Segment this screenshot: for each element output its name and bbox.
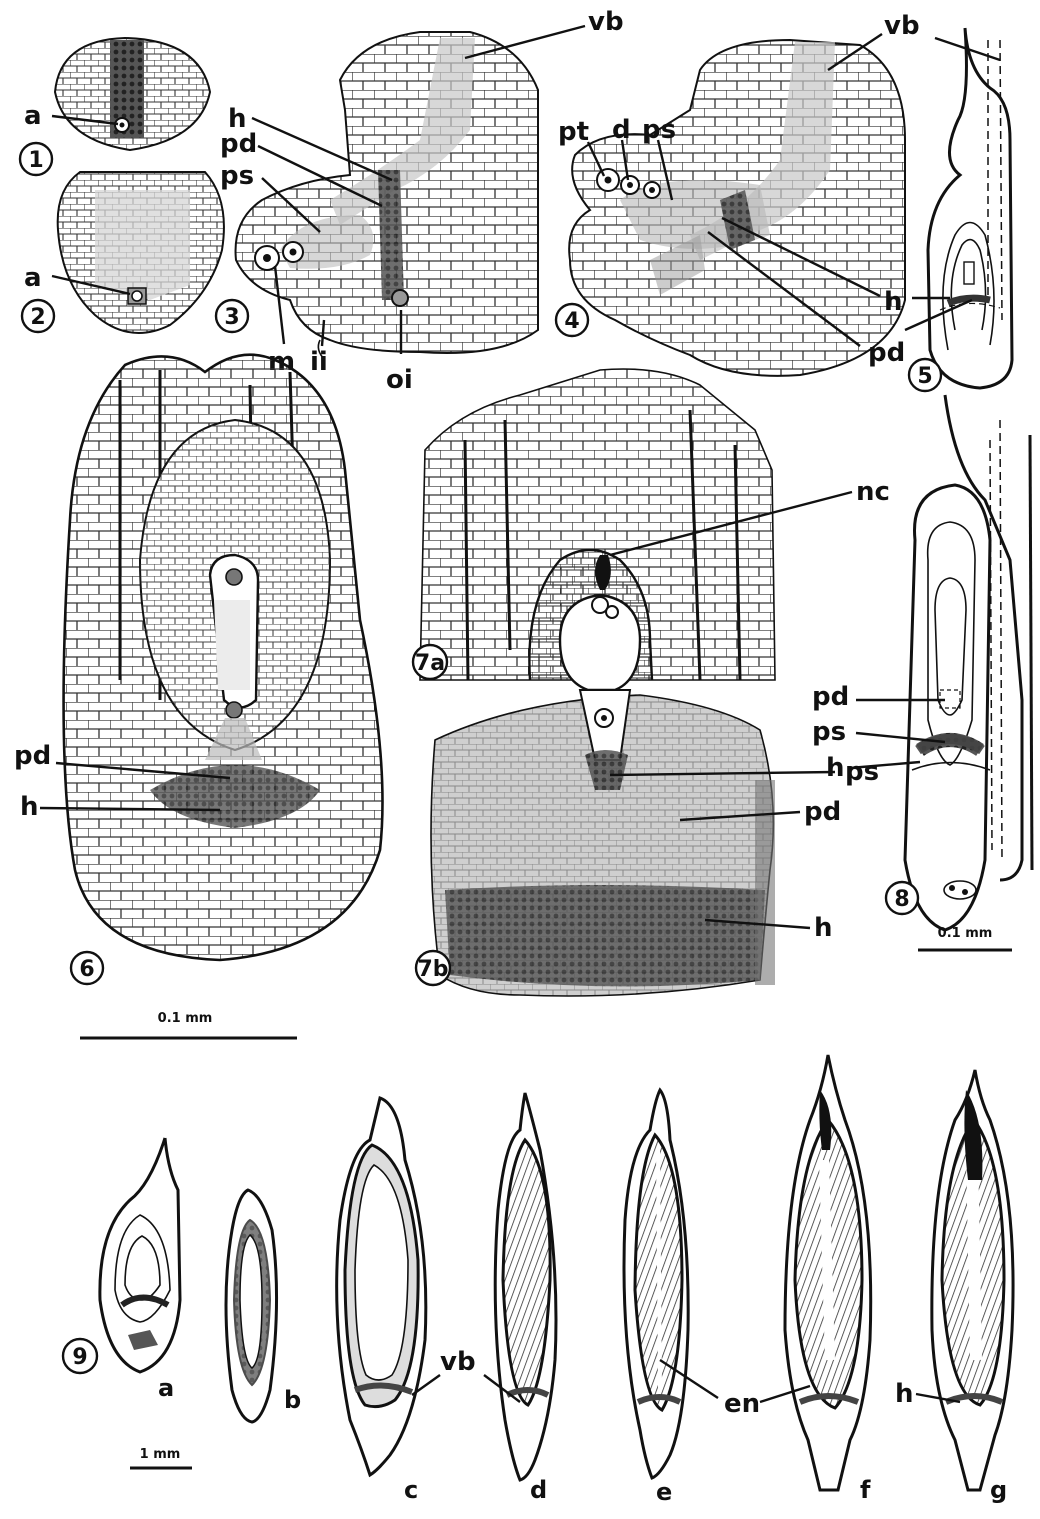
fig6-number-badge: 6 — [71, 952, 103, 984]
fig8-number-badge: 8 — [886, 882, 918, 914]
fig9d-drawing — [495, 1093, 556, 1480]
fig4-pd-label: pd — [868, 338, 905, 368]
fig3-number-badge: 3 — [216, 300, 248, 332]
fig4-pt-label: pt — [558, 117, 589, 147]
fig6-drawing — [64, 355, 383, 960]
svg-text:7a: 7a — [415, 651, 445, 676]
fig9g-drawing — [932, 1070, 1013, 1490]
fig7b-number-badge: 7b — [416, 951, 450, 985]
fig9b-letter: b — [284, 1386, 301, 1414]
fig9-number-badge: 9 — [63, 1339, 97, 1373]
fig7b-h-label: h — [814, 913, 833, 943]
fig3-oi-label: oi — [386, 365, 413, 395]
fig7a-nc-label: nc — [856, 477, 890, 507]
svg-text:3: 3 — [224, 305, 239, 330]
fig5-pd-pointer — [905, 300, 972, 330]
fig9g-letter: g — [990, 1476, 1007, 1504]
scale-bar-fig8-label: 0.1 mm — [938, 926, 993, 941]
fig4-drawing — [569, 40, 905, 376]
fig7b-drawing — [431, 690, 775, 996]
fig4-number-badge: 4 — [556, 304, 588, 336]
fig8-pd-label: pd — [812, 682, 849, 712]
fig4-h-label: h — [884, 287, 903, 317]
fig3-pd-label: pd — [220, 129, 257, 159]
svg-text:4: 4 — [564, 309, 579, 334]
svg-text:9: 9 — [72, 1345, 87, 1370]
fig1-a-label: a — [24, 101, 42, 131]
fig8-h-label: h — [826, 753, 845, 783]
fig8-drawing — [905, 395, 1032, 930]
fig5-drawing — [928, 28, 1012, 388]
fig2-number-badge: 2 — [22, 300, 54, 332]
fig9g-h-label: h — [895, 1379, 914, 1409]
fig2-drawing — [58, 172, 224, 333]
fig6-h-label: h — [20, 792, 39, 822]
fig9c-drawing — [337, 1098, 426, 1475]
fig4-vb-label: vb — [884, 11, 920, 41]
fig9c-letter: c — [404, 1476, 418, 1504]
fig9-en-label: en — [724, 1389, 760, 1419]
fig9f-letter: f — [860, 1476, 871, 1504]
fig1-number-badge: 1 — [20, 143, 52, 175]
fig4-ps-label: ps — [642, 115, 676, 145]
fig9-vb-label: vb — [440, 1347, 476, 1377]
fig7b-ps-label: ps — [845, 757, 879, 787]
fig3-vb-label: vb — [588, 7, 624, 37]
fig7b-pd-label: pd — [804, 797, 841, 827]
fig3-ii-label: ii — [310, 347, 328, 377]
scale-bar-fig9-label: 1 mm — [140, 1447, 181, 1462]
fig5-number-badge: 5 — [909, 359, 941, 391]
fig6-pd-label: pd — [14, 741, 51, 771]
fig9b-drawing — [226, 1190, 277, 1422]
fig8-ps-label: ps — [812, 717, 846, 747]
fig3-ps-label: ps — [220, 161, 254, 191]
svg-text:2: 2 — [30, 305, 45, 330]
svg-text:8: 8 — [894, 887, 909, 912]
fig4-d-label: d — [612, 115, 631, 145]
fig7a-drawing — [420, 369, 775, 690]
svg-text:1: 1 — [28, 148, 43, 173]
fig9e-drawing — [624, 1090, 688, 1478]
svg-text:5: 5 — [917, 364, 932, 389]
svg-text:7b: 7b — [417, 957, 448, 982]
fig9a-drawing — [100, 1138, 180, 1372]
fig9d-letter: d — [530, 1476, 547, 1504]
fig7a-number-badge: 7a — [413, 645, 447, 679]
scale-bar-fig6-label: 0.1 mm — [158, 1011, 213, 1026]
fig9f-drawing — [785, 1055, 871, 1490]
fig2-a-label: a — [24, 263, 42, 293]
fig9a-letter: a — [158, 1374, 174, 1402]
svg-text:6: 6 — [79, 957, 94, 982]
fig9e-letter: e — [656, 1478, 672, 1506]
fig1-drawing — [55, 38, 210, 150]
